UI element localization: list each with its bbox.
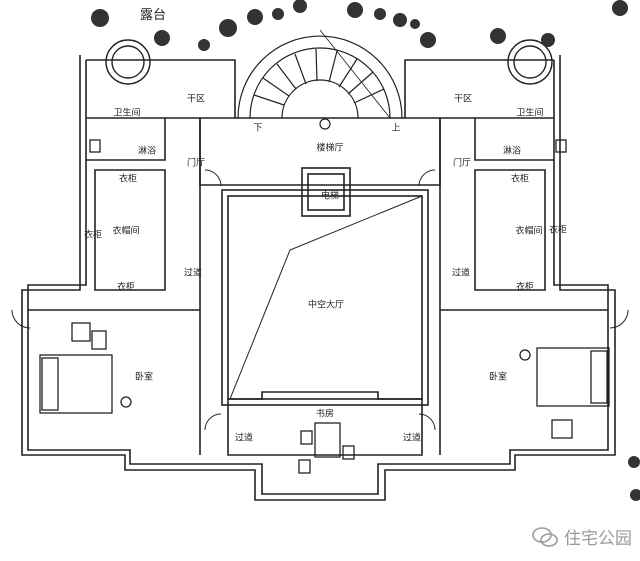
atrium-wall: [221, 189, 429, 406]
pantry-right-label: 干区: [453, 94, 473, 105]
door-right-study: [418, 413, 436, 431]
turret-right-outer: [507, 39, 553, 85]
bed-left: [39, 354, 113, 414]
right-closet: [474, 169, 546, 291]
armchair-right: [551, 419, 573, 439]
spiral-staircase: [237, 29, 403, 119]
wechat-icon: [532, 526, 558, 547]
wardrobe-right-side-label: 衣柜: [548, 225, 568, 236]
stair-down-label: 下: [253, 123, 263, 134]
shower-right-label: 淋浴: [502, 146, 522, 157]
bedroom-right-label: 卧室: [488, 372, 508, 383]
wardrobe-right-bottom-label: 衣柜: [515, 282, 535, 293]
door-left-bedroom: [11, 309, 31, 329]
wc-right-label: 卫生间: [516, 108, 544, 119]
terrace-label: 露台: [140, 8, 167, 23]
corridor-right-upper-label: 过道: [451, 268, 471, 279]
turret-left-inner: [111, 45, 145, 79]
door-right-foyer: [418, 169, 436, 187]
outer-wall-inner: [27, 60, 609, 495]
toilet-left: [89, 139, 101, 153]
wc-left-label: 卫生间: [113, 108, 141, 119]
study-label: 书房: [315, 409, 335, 420]
lamp-right: [519, 349, 531, 361]
watermark-text: 住宅公园: [564, 529, 632, 549]
watermark: 住宅公园: [532, 524, 632, 549]
door-right-bedroom: [609, 309, 629, 329]
trees: [91, 0, 640, 501]
atrium-inner: [227, 195, 423, 400]
outer-wall: [21, 55, 616, 501]
left-corridor-wall: [165, 117, 201, 455]
closet-right-label: 衣帽间: [515, 226, 543, 237]
turret-left-outer: [105, 39, 151, 85]
bed-right-pillow: [590, 350, 608, 404]
stair-up-label: 上: [391, 123, 401, 134]
bedroom-left-label: 卧室: [134, 372, 154, 383]
armchair-left-b: [91, 330, 107, 350]
desk: [314, 422, 341, 458]
toilet-right: [555, 139, 567, 153]
lamp-left: [120, 396, 132, 408]
elevator-shaft: [301, 167, 351, 217]
void-line: [229, 195, 423, 400]
top-wall-right: [404, 59, 554, 118]
turret-right-inner: [513, 45, 547, 79]
foyer-right-label: 门厅: [452, 158, 472, 169]
elevator-car: [307, 173, 345, 211]
corridor-left-lower-label: 过道: [234, 433, 254, 444]
left-closet: [94, 169, 166, 291]
right-wc: [474, 117, 554, 161]
atrium-label: 中空大厅: [307, 300, 345, 311]
chair-desk-c: [298, 459, 311, 474]
bed-right: [536, 347, 610, 407]
wardrobe-left-bottom-label: 衣柜: [116, 282, 136, 293]
stair-hall-label: 楼梯厅: [316, 143, 344, 154]
closet-left-label: 衣帽间: [112, 226, 140, 237]
right-corridor-wall: [439, 117, 475, 455]
pantry-left-label: 干区: [186, 94, 206, 105]
wardrobe-left-side-label: 衣柜: [83, 230, 103, 241]
chair-desk-b: [342, 445, 355, 460]
study-wall: [227, 391, 423, 456]
wardrobe-left-top-label: 衣柜: [118, 174, 138, 185]
door-left-foyer: [204, 169, 222, 187]
foyer-left-label: 门厅: [186, 158, 206, 169]
stair-newel: [319, 118, 331, 130]
left-wc: [86, 117, 166, 161]
door-left-study: [204, 413, 222, 431]
bed-left-pillow: [41, 357, 59, 411]
top-wall-left: [86, 59, 236, 118]
chair-desk-a: [300, 430, 313, 445]
shower-left-label: 淋浴: [137, 146, 157, 157]
wardrobe-right-top-label: 衣柜: [510, 174, 530, 185]
corridor-right-lower-label: 过道: [402, 433, 422, 444]
elevator-label: 电梯: [320, 191, 340, 202]
armchair-left-a: [71, 322, 91, 342]
corridor-left-upper-label: 过道: [183, 268, 203, 279]
